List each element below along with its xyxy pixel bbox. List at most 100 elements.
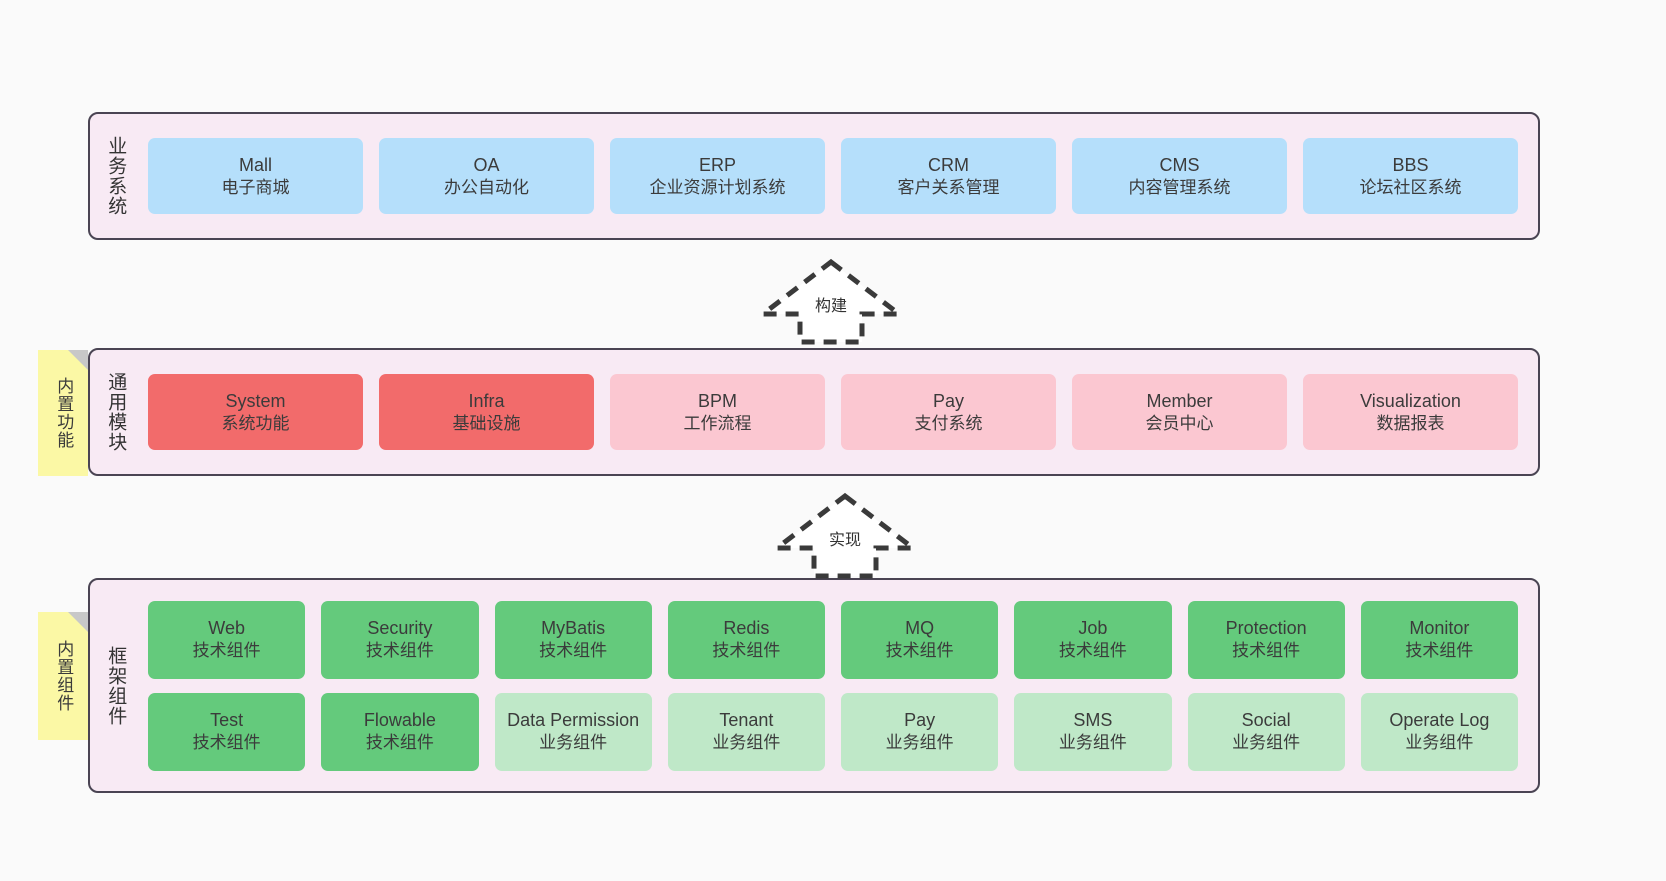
card-title-cn: 技术组件	[365, 641, 434, 661]
card-title-en: Tenant	[719, 710, 774, 731]
card-title-cn: 技术组件	[192, 641, 261, 661]
sticky-fold-corner-icon	[68, 350, 88, 370]
card-title-en: System	[225, 390, 286, 411]
card-title-en: ERP	[698, 154, 736, 175]
card-title-en: Infra	[468, 390, 505, 411]
card-title-cn: 电子商城	[221, 177, 290, 197]
card-title-en: Protection	[1225, 618, 1307, 639]
card-title-en: Test	[210, 710, 244, 731]
arrow-implement-label: 实现	[828, 532, 861, 549]
sticky-note-builtin-functions-label: 内置功能	[54, 377, 74, 449]
card-title-cn: 技术组件	[1058, 641, 1127, 661]
sticky-fold-corner-icon	[68, 612, 88, 632]
card-title-cn: 业务组件	[1232, 733, 1301, 753]
card-title-en: Flowable	[363, 710, 436, 731]
layer-framework-components-label: 框架组件	[105, 645, 127, 726]
card-title-en: OA	[473, 154, 500, 175]
card-title-en: CMS	[1159, 154, 1200, 175]
card-title-cn: 技术组件	[1232, 641, 1301, 661]
arrow-implement: 实现	[770, 490, 920, 580]
card-title-cn: 会员中心	[1145, 413, 1214, 433]
card-title-cn: 客户关系管理	[897, 177, 1000, 197]
card-title-cn: 论坛社区系统	[1359, 177, 1462, 197]
card-title-en: BPM	[697, 390, 737, 411]
card-title-cn: 业务组件	[712, 733, 781, 753]
arrow-build-shape	[756, 258, 906, 345]
card-title-cn: 技术组件	[192, 733, 261, 753]
card-title-en: Pay	[932, 390, 965, 411]
card-title-en: Security	[367, 618, 433, 639]
card-title-cn: 工作流程	[683, 413, 752, 433]
card-title-cn: 技术组件	[1405, 641, 1474, 661]
card-title-cn: 系统功能	[221, 413, 290, 433]
card-title-cn: 业务组件	[539, 733, 608, 753]
card-title-cn: 技术组件	[885, 641, 954, 661]
card-title-cn: 支付系统	[914, 413, 983, 433]
card-title-en: MQ	[905, 618, 935, 639]
card-title-cn: 数据报表	[1376, 413, 1445, 433]
card-title-en: Job	[1078, 618, 1108, 639]
card-title-en: SMS	[1073, 710, 1113, 731]
card-title-cn: 技术组件	[539, 641, 608, 661]
card-title-cn: 内容管理系统	[1128, 177, 1231, 197]
card-title-en: Operate Log	[1389, 710, 1490, 731]
card-title-cn: 业务组件	[885, 733, 954, 753]
card-title-en: Social	[1241, 710, 1291, 731]
card-title-en: Redis	[723, 618, 770, 639]
card-title-en: Member	[1146, 390, 1213, 411]
sticky-note-builtin-components: 内置组件	[38, 612, 88, 740]
card-title-en: Mall	[238, 154, 272, 175]
card-title-en: BBS	[1392, 154, 1429, 175]
arrow-build: 构建	[756, 256, 906, 346]
card-title-en: CRM	[928, 154, 969, 175]
card-title-cn: 技术组件	[365, 733, 434, 753]
layer-common-modules-label: 通用模块	[105, 372, 127, 452]
card-title-en: Web	[208, 618, 245, 639]
card-title-en: MyBatis	[541, 618, 606, 639]
card-title-cn: 办公自动化	[444, 177, 529, 197]
arrow-build-label: 构建	[814, 298, 847, 315]
card-title-cn: 业务组件	[1058, 733, 1127, 753]
card-title-en: Data Permission	[507, 710, 640, 731]
card-title-cn: 技术组件	[712, 641, 781, 661]
card-title-cn: 基础设施	[452, 413, 521, 433]
card-title-en: Monitor	[1409, 618, 1470, 639]
card-title-cn: 业务组件	[1405, 733, 1474, 753]
card-title-en: Visualization	[1360, 390, 1461, 411]
